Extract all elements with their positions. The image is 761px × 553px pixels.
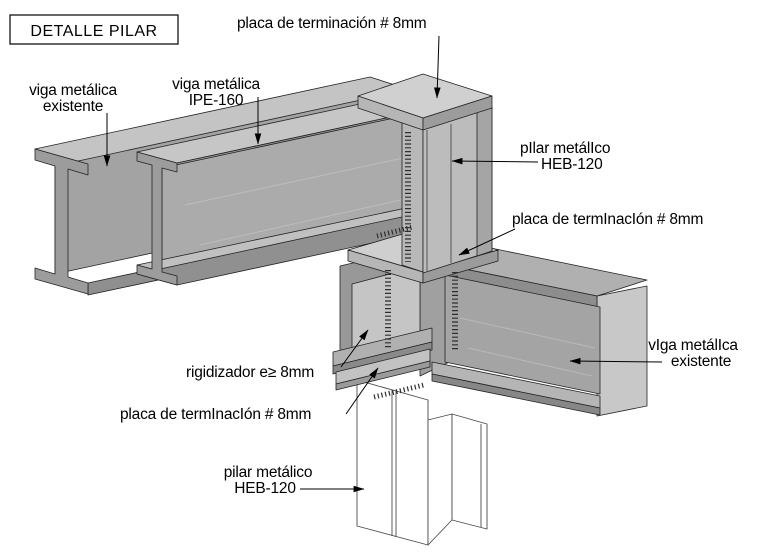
leader-viga-right <box>569 357 663 365</box>
lower-column-front-flange <box>356 379 429 546</box>
stub-right-flange-face <box>476 106 493 257</box>
left-beam-cut-face <box>34 148 89 295</box>
label-pilar-bottom-2: HEB-120 <box>234 480 296 497</box>
top-plate-right-edge <box>422 95 493 131</box>
annotation-labels: placa de terminación # 8mm viga metálica… <box>29 15 738 497</box>
leader-pilar-top <box>451 157 539 165</box>
label-viga-right-2: existente <box>671 353 731 370</box>
weld-hatch-ipe-bottom <box>376 224 414 239</box>
end-plate-top <box>357 73 493 131</box>
label-pilar-bottom-1: pilar metálico <box>224 464 313 481</box>
label-placa-top: placa de terminación # 8mm <box>237 15 427 32</box>
label-rigidizador: rigidizador e≥ 8mm <box>186 364 314 381</box>
leader-rigidizador <box>340 329 369 368</box>
label-placa-mid: placa de termInacIón # 8mm <box>512 211 703 228</box>
title-border <box>9 14 179 45</box>
ipe-cut-face <box>136 151 178 286</box>
right-beam-bottom-flange-under <box>431 373 601 416</box>
surface-streak <box>459 317 596 349</box>
label-pilar-top-1: pIlar metálIco <box>520 140 610 157</box>
leader-placa-bottom <box>345 367 379 415</box>
title-box: DETALLE PILAR <box>9 14 179 45</box>
joint-bottom-flange-under <box>332 341 433 375</box>
surface-streak <box>184 149 441 206</box>
column-heb-lower <box>356 379 488 546</box>
right-beam-web-face <box>444 274 601 395</box>
surface-streak <box>467 347 593 377</box>
label-viga-left-1: viga metálica <box>29 82 117 99</box>
label-viga-ipe-2: IPE-160 <box>189 92 244 109</box>
bottom-end-plate-under <box>335 360 431 391</box>
lower-column-back-flange <box>451 413 488 530</box>
label-placa-bottom: placa de termInacIón # 8mm <box>120 406 311 423</box>
label-viga-left-2: existente <box>43 98 103 115</box>
weld-hatching <box>373 132 458 400</box>
column-heb-stub <box>401 106 493 274</box>
drawing-title: DETALLE PILAR <box>30 23 157 40</box>
weld-hatch-bottom-plate <box>373 382 425 400</box>
leader-placa-mid <box>458 228 516 256</box>
leader-placa-top <box>434 35 441 99</box>
label-pilar-top-2: HEB-120 <box>541 156 603 173</box>
leader-lines <box>103 35 663 493</box>
label-viga-ipe-1: viga metálica <box>172 76 260 93</box>
right-beam-end-face <box>596 285 648 417</box>
label-viga-right-1: vIga metálIca <box>648 337 738 354</box>
